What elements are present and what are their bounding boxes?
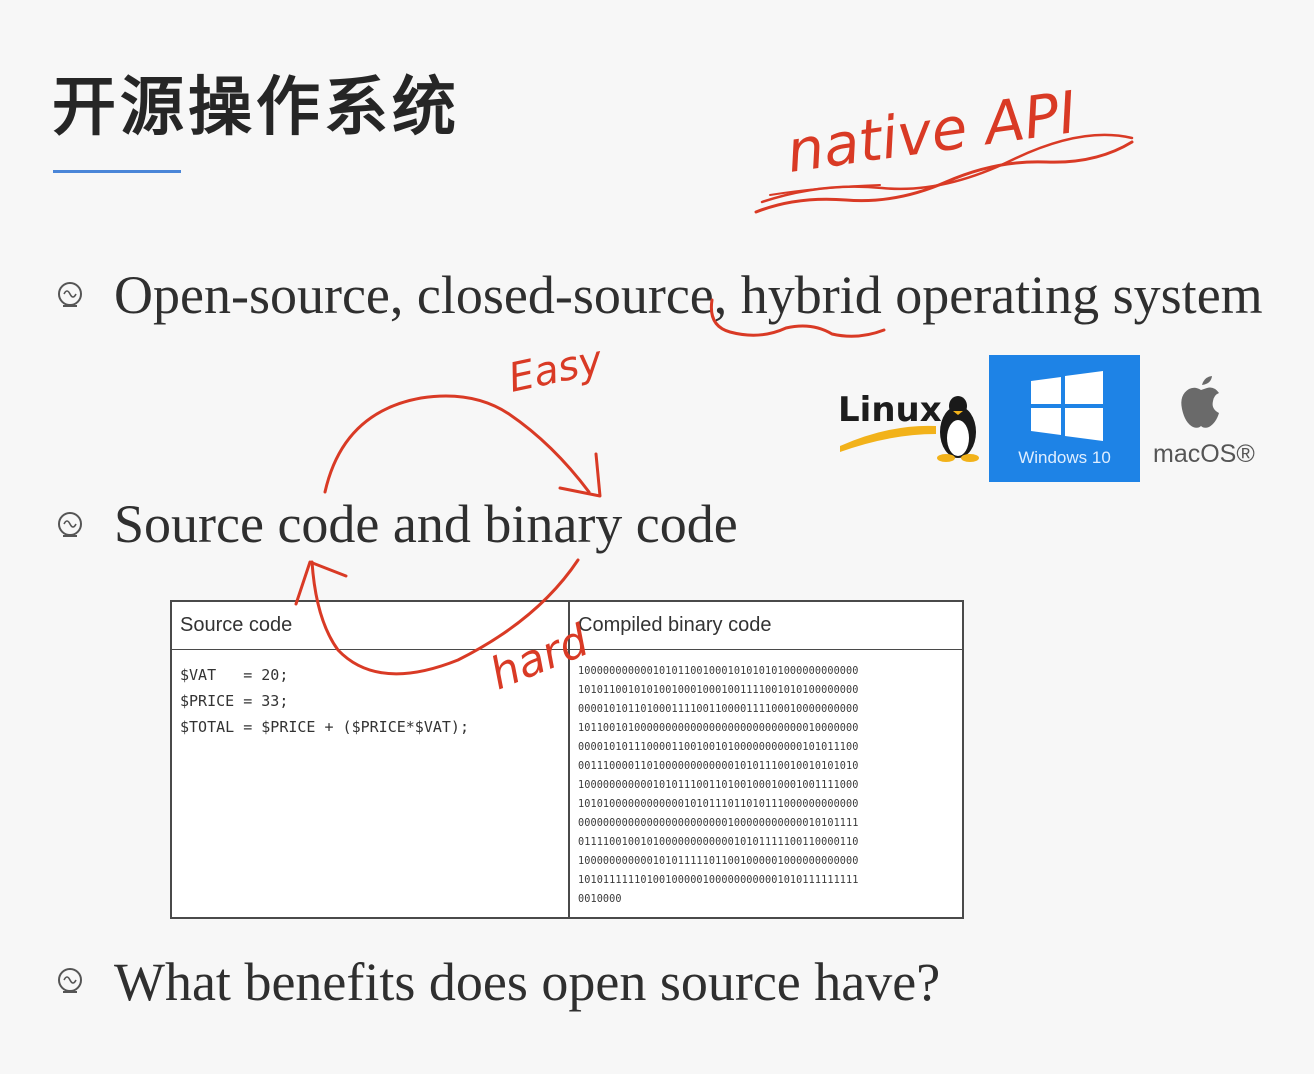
bullet-text: What benefits does open source have? <box>114 952 941 1012</box>
bullet-text: Open-source, closed-source, hybrid opera… <box>114 265 1263 325</box>
windows-logo <box>989 355 1140 482</box>
binary-line: 1000000000001010111001101001000100010011… <box>578 780 859 791</box>
binary-line: 1010100000000000010101110110101110000000… <box>578 799 859 810</box>
title-underline <box>53 170 181 173</box>
binary-line: 0000000000000000000000001000000000000101… <box>578 818 859 829</box>
linux-wordmark: Linux <box>838 390 942 430</box>
native-api-underline <box>769 184 881 196</box>
native-api-annotation: native API <box>782 78 1080 186</box>
native-api-underline <box>760 133 1134 204</box>
binary-line: 0011100001101000000000000101011100100101… <box>578 761 859 772</box>
binary-line: 1010111111010010000010000000000010101111… <box>578 875 859 886</box>
easy-annotation: Easy <box>505 337 608 402</box>
apple-icon <box>1178 375 1224 433</box>
native-api-underline <box>754 140 1134 214</box>
linux-logo <box>836 384 982 464</box>
binary-line: 1000000000001010111110110010000010000000… <box>578 856 859 867</box>
binary-line: 0010000 <box>578 894 622 905</box>
binary-line: 0000101011010001111001100001111000100000… <box>578 704 859 715</box>
binary-code-column: Compiled binary code 1000000000001010110… <box>570 602 962 917</box>
source-line: $VAT = 20; <box>180 666 289 684</box>
source-line: $PRICE = 33; <box>180 692 289 710</box>
binary-line: 0000101011100001100100101000000000001010… <box>578 742 859 753</box>
table-header: Source code <box>172 602 568 650</box>
macos-label: macOS® <box>1153 440 1255 468</box>
bullet-text: Source code and binary code <box>114 494 738 554</box>
source-code-column: Source code $VAT = 20; $PRICE = 33; $TOT… <box>172 602 570 917</box>
table-header: Compiled binary code <box>570 602 962 650</box>
bullet-icon <box>55 280 85 312</box>
bullet-icon <box>55 510 85 542</box>
binary-line: 1010110010101001000100010011110010101000… <box>578 685 859 696</box>
code-comparison-table: Source code $VAT = 20; $PRICE = 33; $TOT… <box>170 600 964 919</box>
hard-arrowhead <box>294 560 348 606</box>
slide-title: 开源操作系统 <box>52 70 460 145</box>
binary-line: 0111100100101000000000000101011111001100… <box>578 837 859 848</box>
easy-arrowhead <box>558 452 602 498</box>
binary-line: 1011001010000000000000000000000000000100… <box>578 723 859 734</box>
source-line: $TOTAL = $PRICE + ($PRICE*$VAT); <box>180 718 469 736</box>
easy-arrow <box>323 394 591 494</box>
windows-label: Windows 10 <box>1018 448 1111 467</box>
bullet-icon <box>55 966 85 998</box>
binary-line: 1000000000001010110010001010101010000000… <box>578 666 859 677</box>
